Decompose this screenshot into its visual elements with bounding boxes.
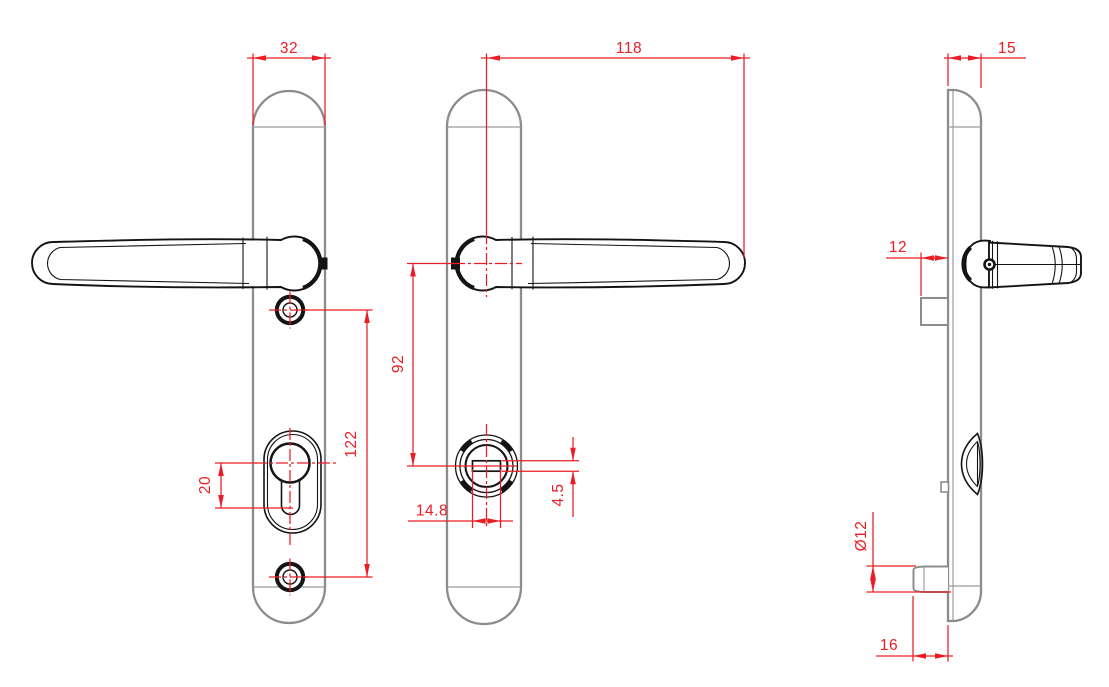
- side-knuckle-arc: [961, 245, 973, 283]
- front-lever-inner-edge: [47, 242, 250, 285]
- dim-cylinder-projection: 16: [876, 596, 953, 662]
- front-backplate-outline: [251, 89, 327, 625]
- front-top-screw-centerlines: [269, 291, 311, 329]
- dimension-label-handle-to-cylinder: 92: [390, 355, 407, 373]
- dim-plate-depth: 15: [944, 40, 1026, 88]
- front-view: 32 122 20: [31, 40, 373, 625]
- rose-notch: [460, 479, 473, 493]
- dim-slot-height: 4.5: [502, 437, 579, 517]
- side-spindle-block: [920, 297, 949, 326]
- dim-fixing-centres: 122: [303, 309, 373, 578]
- dimension-label-slot-height: 4.5: [550, 483, 567, 506]
- rose-notch: [500, 479, 513, 493]
- side-plate-lines: [948, 91, 981, 620]
- dimension-label-cylinder-to-slot: 20: [197, 476, 214, 494]
- back-backplate-chords: [447, 126, 521, 588]
- rose-notch: [460, 439, 473, 453]
- side-cylinder-projection: [912, 565, 948, 593]
- front-lever-neck-lines: [242, 236, 268, 290]
- dim-spindle-block: 12: [886, 239, 948, 296]
- front-cylinder-centerlines: [255, 428, 336, 546]
- front-spindle-nub: [318, 257, 328, 270]
- rose-notch: [500, 439, 513, 453]
- dimension-label-cylinder-diameter: Ø12: [853, 521, 870, 552]
- side-cylinder-bulge: [960, 432, 984, 496]
- dim-cylinder-diameter: Ø12: [853, 512, 951, 593]
- dimension-label-plate-depth: 15: [998, 40, 1016, 57]
- front-bottom-screw-centerlines: [269, 558, 311, 596]
- dimension-label-spindle-block: 12: [889, 239, 907, 256]
- back-view: 118 92 14.8 4.5: [390, 40, 750, 626]
- side-lever-handle: [961, 239, 1082, 289]
- front-knuckle-thin-arcs: [280, 235, 303, 292]
- dim-lever-length: 118: [481, 40, 750, 258]
- side-view: 15 12 Ø12 16: [853, 40, 1082, 662]
- dim-handle-to-cylinder: 92: [390, 262, 517, 467]
- grub-screw-dot: [987, 262, 992, 267]
- back-knuckle-thin-arcs: [474, 235, 497, 292]
- back-lever-inner-edge: [527, 242, 730, 285]
- dim-cylinder-to-slot: 20: [197, 462, 293, 509]
- dimension-label-lever-length: 118: [616, 40, 642, 57]
- side-latch-tab: [940, 481, 950, 493]
- dimension-label-cylinder-projection: 16: [880, 637, 898, 654]
- dim-plate-width: 32: [247, 40, 331, 125]
- dimension-label-plate-width: 32: [280, 40, 298, 57]
- dim-slot-width: 14.8: [408, 469, 513, 528]
- back-backplate-outline: [445, 88, 523, 626]
- dimension-label-slot-width: 14.8: [416, 503, 448, 520]
- dimension-label-fixing-centres: 122: [343, 430, 360, 457]
- side-plate-outline: [946, 88, 983, 623]
